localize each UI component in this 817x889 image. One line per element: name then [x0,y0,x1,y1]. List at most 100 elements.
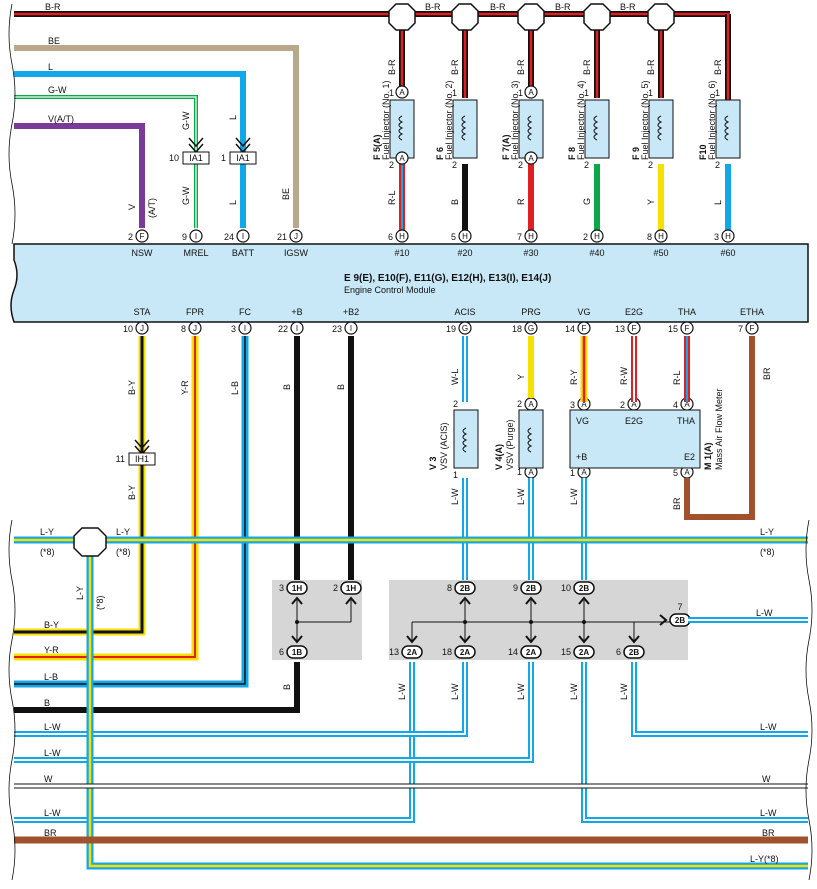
ecm-top-label: #10 [394,248,409,258]
bus-label-mid1: B-R [425,2,441,12]
junction-2b-top-8: 2B 8 [447,581,476,605]
ecm-bottom-pin-number: 22 [278,324,288,334]
injector-code: F 7(A) [501,135,511,161]
ecm-bottom-pin-number: 15 [668,324,678,334]
injector-pin-1: 1 [715,88,720,98]
arrow-icon [459,596,471,605]
bw-w-left: W [44,774,53,784]
ecm-top-label: #50 [653,248,668,258]
injector-bottom-pin [395,151,409,165]
ecm-bottom-label: STA [134,307,151,317]
injector-pin-2: 2 [715,160,720,170]
l-upper-label: L [228,115,238,120]
injector-code: F 5(A) [372,135,382,161]
injector-coil-icon [657,115,663,141]
bus-label-mid3: B-R [555,2,571,12]
ecm-top-pin [189,229,203,243]
vsv-purge-name: VSV (Purge) [505,419,515,470]
ecm-bottom-pin-letter: J [140,324,144,333]
bw-b: B [44,698,50,708]
ecm-terminal-#50: H8#50 [647,229,669,258]
fpr-label: Y-R [180,380,190,395]
arrow-icon [459,635,471,644]
ecm-terminal-#60: H3#60 [714,229,736,258]
ecm-bottom-pin-letter: I [350,324,352,333]
ecm-top-label: #40 [589,248,604,258]
ecm-top-pin-number: 2 [583,232,588,242]
junction-outputs: L-W L-W L-W L-W L-W [14,617,808,823]
gw-upper-label: G-W [181,111,191,130]
bottom-wires: B-Y Y-R L-B B L-W L-W W W L-W L-W BR BR … [14,608,808,864]
prg-wire: Y L-W [516,336,534,580]
maf-pin-letter: A [581,400,587,409]
svg-text:2B: 2B [460,584,470,593]
svg-text:8: 8 [447,583,452,593]
ecm-terminal-+B2: I23+B2 [332,307,359,335]
maf-vg-wire: R-Y [569,370,579,386]
splice-point-4 [583,3,611,31]
ly-bus: L-Y (*8) L-Y (*8) L-Y (*8) L-Y (*8) [14,527,808,870]
splice-point-2 [451,3,479,31]
ecm-top-pin [590,229,604,243]
ecm-bottom-label: +B [291,307,302,317]
ecm-bottom-label: THA [678,307,696,317]
junction-2a-bottom-6: 2B6 [616,635,645,659]
injector-pin-2: 2 [518,160,523,170]
ecm-top-label: IGSW [284,248,309,258]
svg-text:2B: 2B [526,584,536,593]
splice-point-1 [388,3,416,31]
ecm-top-pin-letter: J [294,232,298,241]
nsw-wire-label: V [127,204,137,210]
maf-pin-letter: A [684,468,690,477]
be-wire: BE BE [14,36,299,228]
injector-top-wire: B-R [582,59,592,75]
injector-pin-1: 1 [389,88,394,98]
ecm-bottom-terminals: J10STAJ8FPRI3FCI22+BI23+B2G19ACISG18PRGF… [123,307,764,479]
vsv-purge-bottom-pin-letter: A [528,468,534,477]
arrow-icon [659,614,668,626]
maf-code: M 1(A) [703,443,713,471]
injector-pin-2: 2 [648,160,653,170]
maf-plusb: +B [576,452,587,462]
prg-upper-label: Y [516,374,526,380]
v-label: V(A/T) [48,114,74,124]
injector-bottom-wire: R-L [387,190,397,205]
arrow-icon [345,596,357,605]
ia1-connector-l: IA1 1 [221,137,257,165]
ly-vert-label: L-Y [75,586,85,600]
injector-bottom-wire: B [450,199,460,205]
svg-text:2A: 2A [407,648,417,657]
out-2a15-label: L-W [569,683,579,700]
be-label: BE [48,36,60,46]
injector-bottom-wire: G [582,198,592,205]
ecm-top-pin-letter: H [399,232,405,241]
bw-lw2: L-W [44,748,61,758]
ly-right-note: (*8) [760,547,775,557]
ecm-bottom-label: ETHA [740,307,764,317]
sta-wire: B-Y B-Y [14,336,146,636]
junction-2b-top-9: 2B9 [513,581,542,605]
l-wire: L L L [14,62,246,228]
ecm-name: Engine Control Module [344,285,436,295]
rw-lw1: L-W [756,608,773,618]
injector-body [648,99,674,159]
bw-lb: L-B [44,672,58,682]
bw-lw1: L-W [44,722,61,732]
out-2a14-label: L-W [516,683,526,700]
ecm-top-pin-letter: I [242,232,244,241]
maf-tha: THA [677,416,695,426]
bw-w-right: W [762,774,771,784]
maf-pin-number: 5 [673,468,678,478]
ecm-top-pin-letter: H [528,232,534,241]
l-label: L [48,62,53,72]
svg-text:6: 6 [279,647,284,657]
svg-text:3: 3 [279,583,284,593]
